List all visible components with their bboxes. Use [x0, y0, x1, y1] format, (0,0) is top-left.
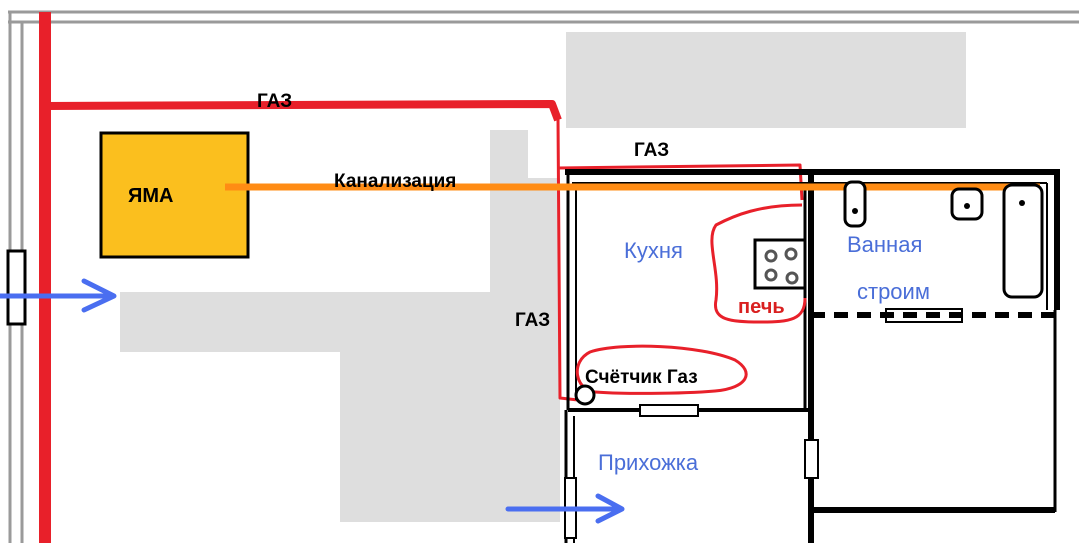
meter-label: Счётчик Газ [585, 367, 698, 388]
kitchen-label: Кухня [624, 238, 683, 263]
gas-label-vertical: ГАЗ [515, 310, 550, 331]
gray-block-bottom [340, 292, 560, 522]
kitchen-door [639, 404, 699, 417]
hall-door [804, 439, 819, 479]
house-walls [564, 169, 1060, 543]
gray-block-top [566, 32, 966, 128]
stove-label: печь [738, 296, 785, 318]
hallway-label: Прихожка [598, 450, 699, 475]
construction-label: строим [857, 279, 930, 304]
gray-block-mid [490, 178, 560, 293]
context-buildings [120, 32, 966, 522]
gas-label-kitchen: ГАЗ [634, 140, 669, 161]
gate [6, 249, 27, 326]
gray-block-small [490, 130, 528, 178]
bathroom-label: Ванная [847, 232, 922, 257]
gas-label-top: ГАЗ [257, 91, 292, 112]
pit [99, 131, 250, 259]
gas-meter-icon [574, 384, 596, 406]
stove-icon [753, 238, 807, 290]
hall-entry-arrow-icon [505, 493, 625, 524]
openings [564, 308, 963, 539]
toilet-icon [950, 187, 984, 221]
bathtub-icon [1002, 183, 1044, 299]
entry-arrow-icon [0, 278, 117, 313]
stove-outline [710, 203, 807, 324]
sewer-label: Канализация [334, 171, 456, 192]
pit-label: ЯМА [128, 185, 173, 207]
sink-icon [843, 180, 867, 228]
